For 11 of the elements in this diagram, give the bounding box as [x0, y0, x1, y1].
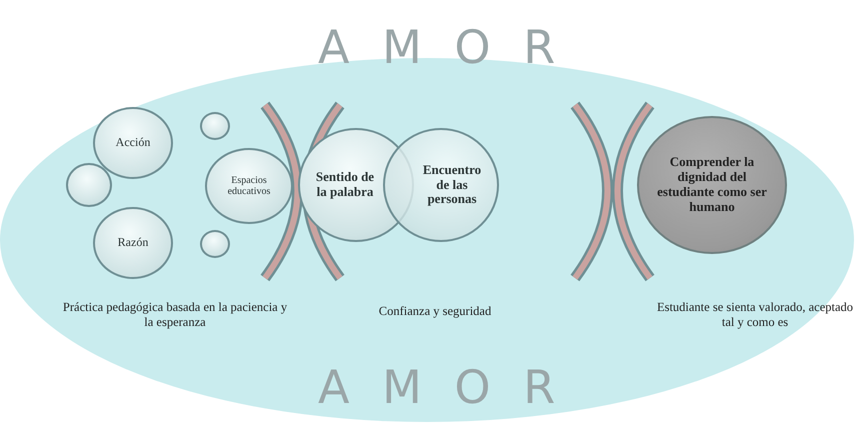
node-text: Comprender la dignidad del estudiante como ser humano — [657, 155, 767, 215]
heading-word: A M O R — [318, 360, 556, 414]
caption-text: Estudiante se sienta valorado, aceptado tal y como es — [656, 300, 854, 330]
node-text: Encuentro de las personas — [422, 162, 482, 208]
node-text: Acción — [116, 136, 150, 150]
node-text: Razón — [118, 236, 148, 250]
caption-text: Confianza y seguridad — [378, 304, 492, 319]
node-text: Espacios educativos — [226, 174, 272, 198]
heading-word: A M O R — [318, 20, 556, 74]
node-text: Sentido de la palabra — [314, 170, 376, 200]
caption-text: Práctica pedagógica basada en la paciencia y la esperanza — [62, 300, 288, 330]
